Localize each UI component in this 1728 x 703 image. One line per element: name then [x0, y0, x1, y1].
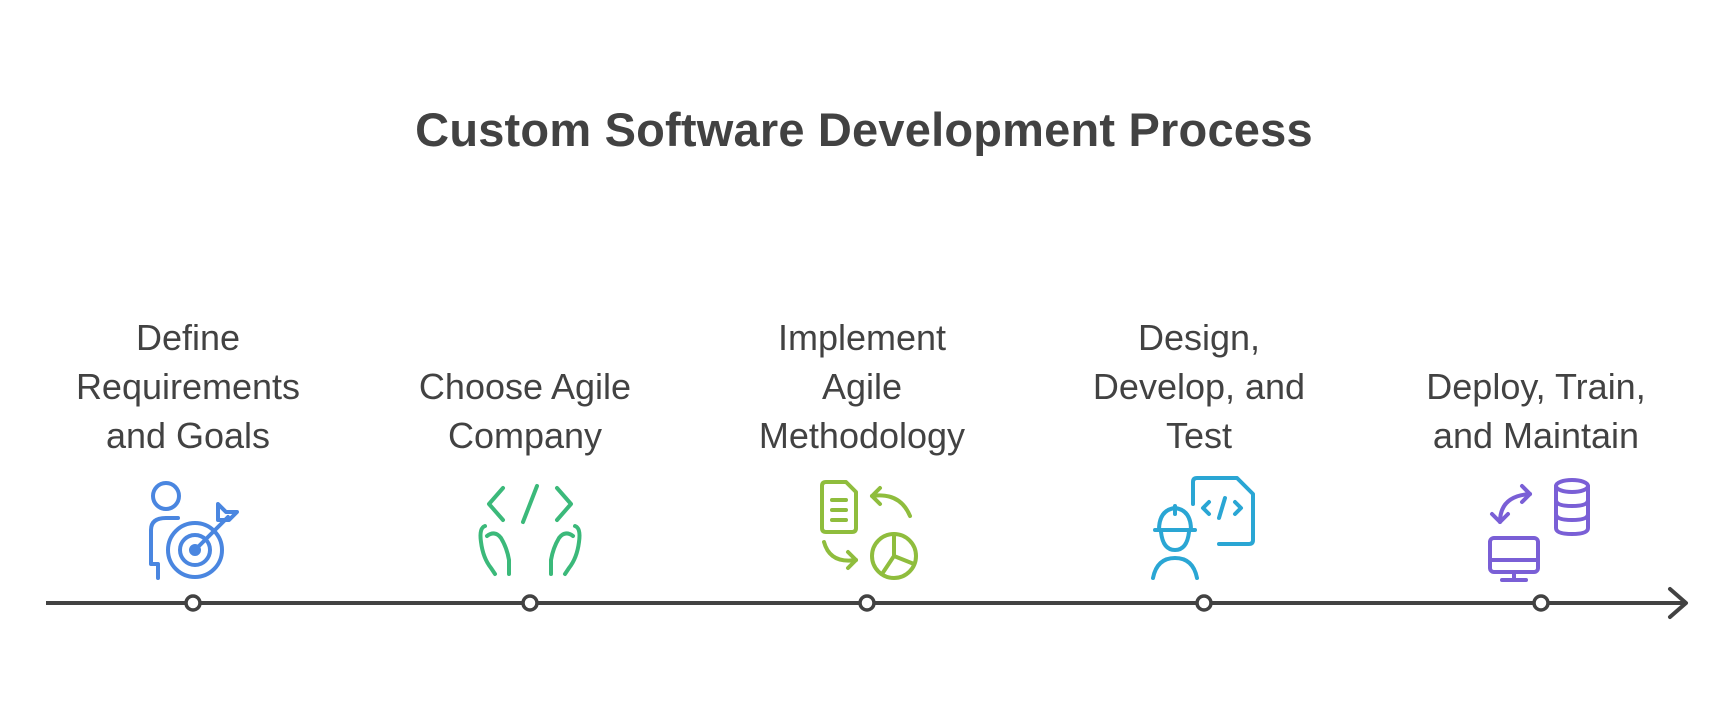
document-cycle-chart-icon: [820, 480, 918, 580]
timeline-marker-4: [1195, 594, 1213, 612]
step-label-design-develop-test: Design, Develop, and Test: [1092, 317, 1306, 456]
engineer-code-file-icon: [1151, 476, 1255, 580]
timeline-marker-2: [521, 594, 539, 612]
timeline-marker-1: [184, 594, 202, 612]
hands-code-icon: [478, 484, 582, 576]
step-label-deploy-train-maintain: Deploy, Train, and Maintain: [1426, 366, 1646, 456]
timeline-arrowhead: [1668, 587, 1688, 619]
step-label-choose-agile-company: Choose Agile Company: [418, 366, 632, 456]
person-target-icon: [149, 481, 239, 580]
step-label-implement-agile-methodology: Implement Agile Methodology: [758, 317, 966, 456]
diagram-title: Custom Software Development Process: [415, 103, 1313, 156]
step-label-define-requirements: Define Requirements and Goals: [75, 317, 301, 456]
timeline-marker-5: [1532, 594, 1550, 612]
database-monitor-sync-icon: [1488, 478, 1590, 582]
timeline-marker-3: [858, 594, 876, 612]
